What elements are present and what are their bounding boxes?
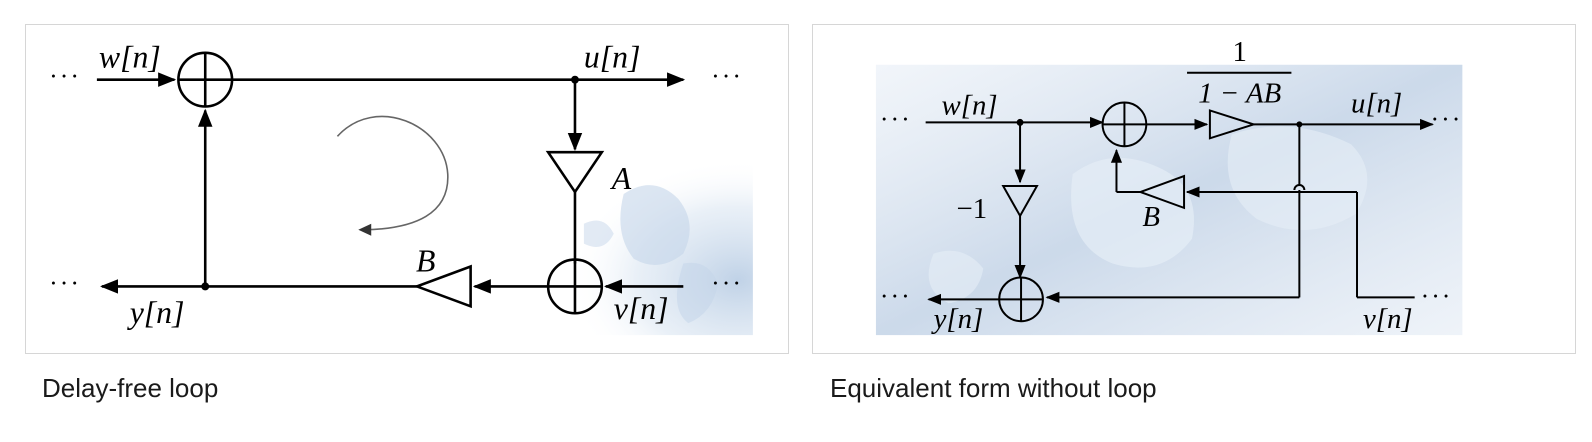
label-gain-a: A xyxy=(610,161,632,196)
ellipsis-w: ··· xyxy=(880,104,912,133)
ellipsis-v: ··· xyxy=(1421,281,1453,310)
world-map-background xyxy=(875,64,1463,336)
world-map-background xyxy=(444,114,753,336)
label-v: v[n] xyxy=(1363,303,1413,335)
diagram-panel-delay-free-loop: w[n] u[n] y[n] v[n] A B ··· ··· ··· ··· xyxy=(25,24,789,354)
ellipsis-y: ··· xyxy=(49,268,81,297)
ellipsis-u: ··· xyxy=(711,62,743,91)
label-gain-b: B xyxy=(416,243,435,278)
label-fraction-denominator: 1 − AB xyxy=(1198,78,1281,110)
gain-a-triangle xyxy=(545,150,605,195)
gain-b-triangle xyxy=(1137,174,1186,210)
delay-free-loop-diagram: w[n] u[n] y[n] v[n] A B ··· ··· ··· ··· xyxy=(49,40,753,336)
gain-b-triangle xyxy=(413,264,472,309)
wire-crossing-hop xyxy=(1293,184,1306,191)
ellipsis-v: ··· xyxy=(711,268,743,297)
ellipsis-w: ··· xyxy=(49,62,81,91)
caption-delay-free-loop: Delay-free loop xyxy=(42,373,219,403)
label-w: w[n] xyxy=(942,89,998,121)
label-gain-b: B xyxy=(1142,201,1160,233)
label-u: u[n] xyxy=(584,40,641,75)
equivalent-form-diagram: 1 1 − AB w[n] u[n] y[n] v[n] B −1 ··· ··… xyxy=(875,36,1463,336)
label-u: u[n] xyxy=(1351,87,1402,119)
ellipsis-y: ··· xyxy=(880,281,912,310)
label-w: w[n] xyxy=(99,40,161,75)
label-y: y[n] xyxy=(127,295,185,330)
label-gain-neg-one: −1 xyxy=(956,193,987,225)
diagram-panel-equivalent-form: 1 1 − AB w[n] u[n] y[n] v[n] B −1 ··· ··… xyxy=(812,24,1576,354)
ellipsis-u: ··· xyxy=(1431,104,1463,133)
label-fraction-numerator: 1 xyxy=(1233,36,1247,68)
gain-neg-one-triangle xyxy=(1001,185,1039,218)
label-v: v[n] xyxy=(614,291,669,326)
label-y: y[n] xyxy=(931,303,984,335)
caption-equivalent-form: Equivalent form without loop xyxy=(830,373,1157,403)
loop-direction-arc xyxy=(336,115,449,231)
gain-inverse-triangle xyxy=(1208,109,1257,140)
